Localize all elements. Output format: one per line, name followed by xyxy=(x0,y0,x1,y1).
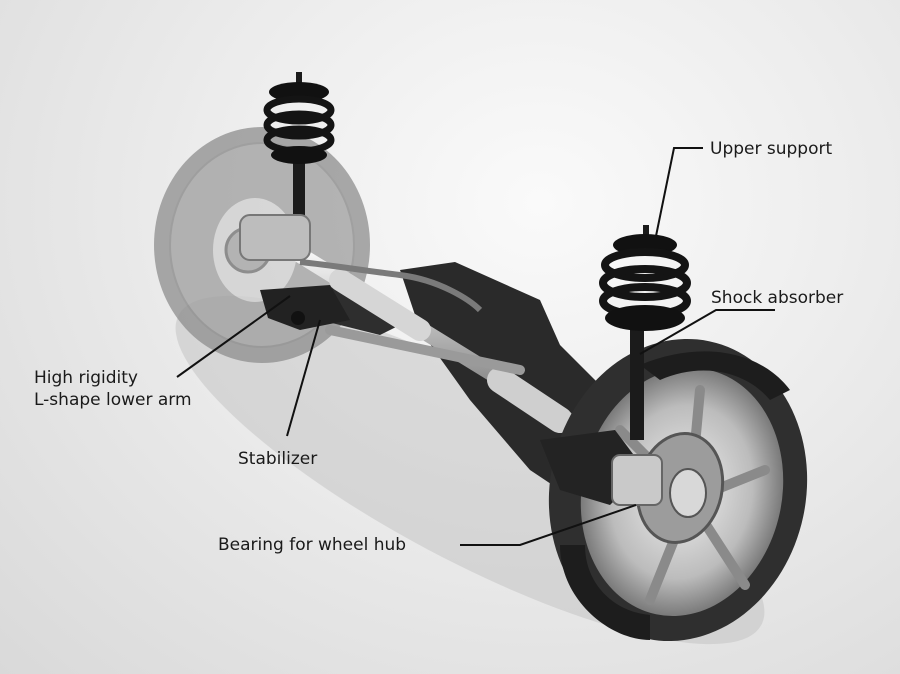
right-lower-arm xyxy=(540,430,663,506)
label-upper-support: Upper support xyxy=(710,139,833,159)
leader-upper-support xyxy=(655,147,703,237)
stabilizer-bar xyxy=(299,259,483,313)
leader-lower-arm xyxy=(176,295,291,378)
label-lower-arm-line1: High rigidity xyxy=(34,368,138,388)
label-lower-arm-line2: L-shape lower arm xyxy=(34,390,192,410)
left-lower-arm xyxy=(260,285,350,330)
right-strut xyxy=(599,225,691,440)
leader-stabilizer xyxy=(286,319,321,437)
leader-bearing xyxy=(460,504,637,546)
label-shock-absorber: Shock absorber xyxy=(711,288,844,308)
label-bearing: Bearing for wheel hub xyxy=(218,535,407,555)
leader-shock-absorber xyxy=(639,309,775,355)
leader-lines xyxy=(176,147,775,546)
left-strut xyxy=(239,72,335,261)
label-stabilizer: Stabilizer xyxy=(238,449,318,469)
steering-rack xyxy=(292,247,608,448)
